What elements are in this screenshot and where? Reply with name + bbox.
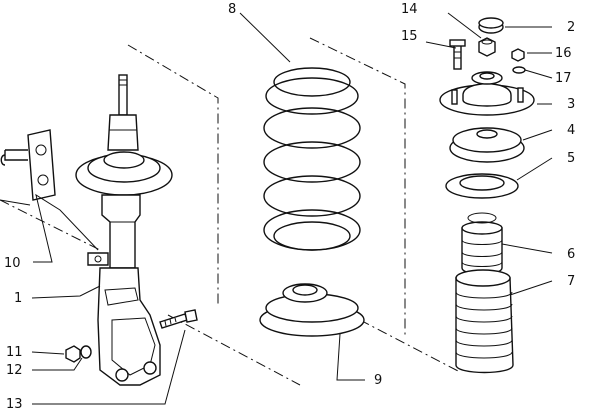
label-8: 8 (228, 2, 236, 17)
assembly-lines (0, 37, 461, 386)
label-14: 14 (401, 2, 418, 17)
bump-stop (461, 212, 503, 275)
label-6: 6 (567, 247, 575, 262)
bolt (159, 309, 198, 329)
stud-bolt (449, 39, 466, 70)
top-cap (478, 17, 504, 34)
label-17: 17 (555, 71, 572, 86)
upper-seat (449, 127, 525, 163)
side-bracket (0, 129, 56, 201)
small-washer (512, 66, 526, 74)
top-mount (439, 71, 535, 116)
label-16: 16 (555, 46, 572, 61)
dust-boot (455, 269, 514, 374)
small-nut (511, 48, 525, 62)
label-9: 9 (374, 373, 382, 388)
label-5: 5 (567, 151, 575, 166)
leader-lines (0, 12, 553, 405)
lower-spring-seat (259, 283, 365, 337)
label-2: 2 (567, 20, 575, 35)
nut-and-washer (65, 345, 92, 363)
label-12: 12 (6, 363, 23, 378)
label-4: 4 (567, 123, 575, 138)
spring-insulator (445, 173, 519, 199)
label-7: 7 (567, 274, 575, 289)
callout-labels: 14 2 15 16 17 3 4 5 6 7 8 9 10 1 11 12 1… (4, 2, 575, 410)
top-nut (478, 37, 496, 57)
shock-absorber-strut (75, 74, 173, 386)
label-13: 13 (6, 397, 23, 410)
label-3: 3 (567, 97, 575, 112)
label-11: 11 (6, 345, 23, 360)
coil-spring (263, 67, 361, 251)
label-15: 15 (401, 29, 418, 44)
label-1: 1 (14, 291, 22, 306)
label-10: 10 (4, 256, 21, 271)
